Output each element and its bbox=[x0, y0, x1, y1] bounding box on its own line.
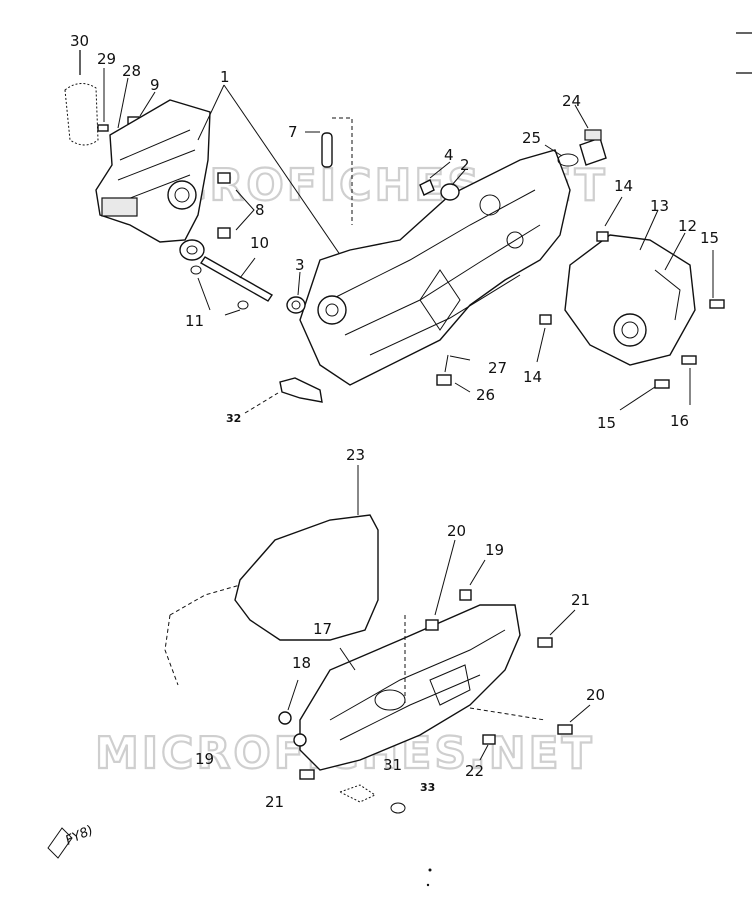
o-ring-25 bbox=[544, 144, 579, 167]
dowel-19 bbox=[459, 559, 486, 601]
callout-11: 11 bbox=[185, 312, 204, 330]
left-crankcase-half bbox=[95, 99, 211, 243]
callout-25: 25 bbox=[522, 129, 541, 147]
callout-21-bottom: 21 bbox=[265, 793, 284, 811]
callout-20-right: 20 bbox=[586, 686, 605, 704]
callout-28: 28 bbox=[122, 62, 141, 80]
callout-19-top: 19 bbox=[485, 541, 504, 559]
part-33 bbox=[390, 802, 406, 814]
callout-16: 16 bbox=[670, 412, 689, 430]
callout-32: 32 bbox=[226, 412, 241, 425]
callout-15-bottom: 15 bbox=[597, 414, 616, 432]
dowel-4 bbox=[419, 161, 451, 196]
washer-27 bbox=[449, 355, 471, 361]
dowel-14-top bbox=[596, 196, 623, 242]
leader-1 bbox=[197, 84, 346, 263]
bracket-32 bbox=[244, 377, 323, 414]
oil-seal-3 bbox=[286, 271, 306, 314]
bolt-15-top bbox=[709, 250, 725, 309]
callout-3: 3 bbox=[295, 256, 305, 274]
callout-29: 29 bbox=[97, 50, 116, 68]
bolt-26 bbox=[436, 354, 471, 393]
hand-drawn-stamp: FY8) bbox=[47, 823, 96, 859]
callout-2: 2 bbox=[460, 156, 470, 174]
callout-21-right: 21 bbox=[571, 591, 590, 609]
callout-18: 18 bbox=[292, 654, 311, 672]
callout-30: 30 bbox=[70, 32, 89, 50]
callout-7: 7 bbox=[288, 123, 298, 141]
callout-12: 12 bbox=[678, 217, 697, 235]
dowel-pins-8 bbox=[217, 172, 255, 239]
bolt-22 bbox=[479, 734, 496, 761]
gasket-30 bbox=[64, 50, 99, 146]
callout-33: 33 bbox=[420, 781, 435, 794]
callout-24: 24 bbox=[562, 92, 581, 110]
right-crankcase-half bbox=[299, 149, 571, 386]
callout-4: 4 bbox=[444, 146, 454, 164]
bolt-15-bottom bbox=[619, 379, 670, 411]
callout-14-top: 14 bbox=[614, 177, 633, 195]
collar-2 bbox=[440, 169, 466, 201]
callout-20-top: 20 bbox=[447, 522, 466, 540]
callout-26: 26 bbox=[476, 386, 495, 404]
guide-line-20b bbox=[469, 707, 546, 721]
bearing-left bbox=[179, 239, 205, 261]
seal-12 bbox=[664, 232, 686, 271]
bolt-20-top bbox=[425, 539, 456, 631]
shaft-10 bbox=[200, 256, 273, 302]
pin-29 bbox=[97, 68, 109, 132]
part-31 bbox=[338, 784, 377, 803]
gasket-23 bbox=[164, 465, 379, 686]
stud-28 bbox=[117, 77, 129, 129]
svg-text:FY8): FY8) bbox=[63, 823, 95, 849]
bolt-16 bbox=[681, 355, 697, 405]
pins-7 bbox=[305, 117, 353, 225]
callout-19-bottom: 19 bbox=[195, 750, 214, 768]
callout-8: 8 bbox=[255, 201, 265, 219]
callout-27: 27 bbox=[488, 359, 507, 377]
callout-15-top: 15 bbox=[700, 229, 719, 247]
callout-17: 17 bbox=[313, 620, 332, 638]
o-rings-11 bbox=[190, 265, 249, 316]
bolt-21-right bbox=[537, 609, 576, 648]
callout-9: 9 bbox=[150, 76, 160, 94]
transmission-cover-17 bbox=[299, 604, 521, 771]
pins-18 bbox=[278, 679, 307, 747]
callout-31: 31 bbox=[383, 756, 402, 774]
callout-1: 1 bbox=[220, 68, 230, 86]
drain-plug-24 bbox=[574, 104, 607, 166]
callout-14-bottom: 14 bbox=[523, 368, 542, 386]
dowel-14-bottom bbox=[536, 314, 552, 363]
bolt-21-bottom bbox=[299, 769, 315, 780]
callout-23: 23 bbox=[346, 446, 365, 464]
crankcase-cover-13 bbox=[564, 209, 696, 366]
callout-10: 10 bbox=[250, 234, 269, 252]
bolt-20-right bbox=[557, 704, 591, 735]
callout-22: 22 bbox=[465, 762, 484, 780]
callout-13: 13 bbox=[650, 197, 669, 215]
